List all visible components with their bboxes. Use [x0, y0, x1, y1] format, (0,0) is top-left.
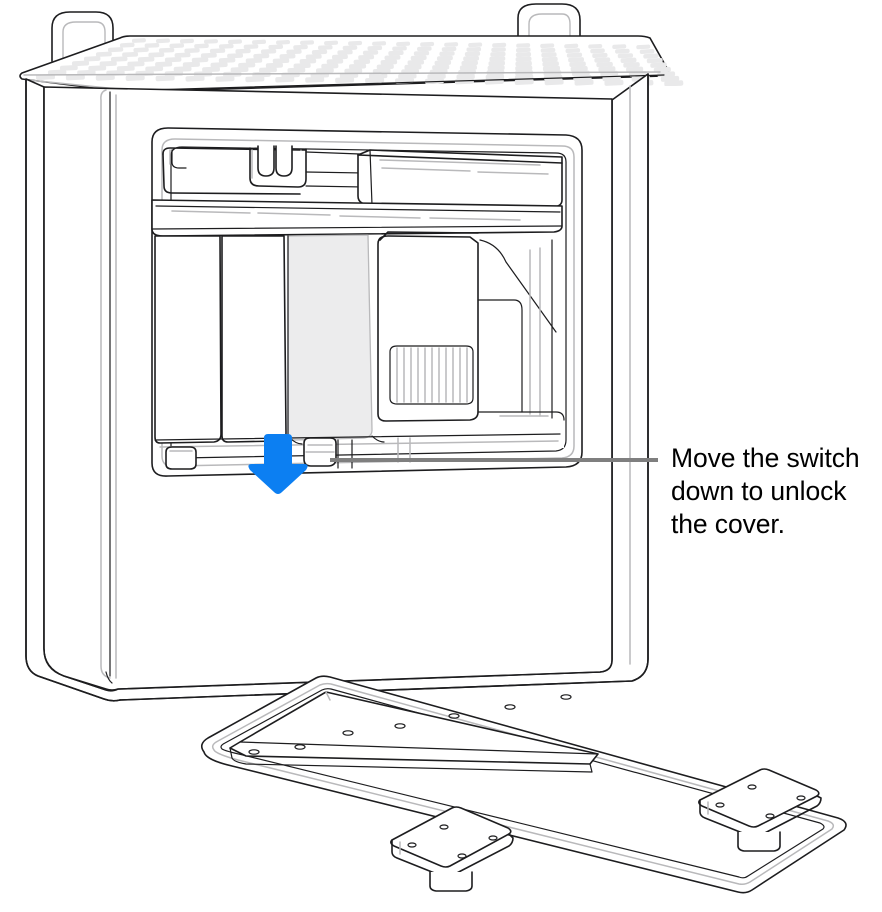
- heatsink-fins: [389, 345, 474, 405]
- interior-floor: [154, 433, 561, 469]
- bracket-clips: [249, 145, 307, 188]
- chassis-top-assembly: [19, 3, 684, 94]
- interior-opening: [151, 127, 583, 477]
- cover-foot-block-right: [698, 768, 822, 852]
- down-arrow-icon: [248, 434, 308, 494]
- hinge-holes: [248, 694, 572, 755]
- top-bracket-left: [162, 147, 301, 195]
- callout-text: Move the switch down to unlock the cover…: [671, 443, 860, 539]
- card-module-3-shaded: [287, 234, 373, 441]
- card-module-1: [154, 235, 222, 444]
- top-lattice-grid: [35, 38, 684, 86]
- removed-cover-panel: [200, 675, 847, 894]
- top-module-right: [357, 149, 563, 208]
- latch-tab: [165, 446, 197, 470]
- heatsink-housing: [377, 231, 479, 422]
- cover-foot-block-left: [390, 806, 514, 892]
- card-module-2: [221, 235, 287, 443]
- mid-shelf-rail: [151, 199, 563, 237]
- air-duct: [477, 239, 565, 421]
- cover-hinge-bar: [229, 691, 599, 773]
